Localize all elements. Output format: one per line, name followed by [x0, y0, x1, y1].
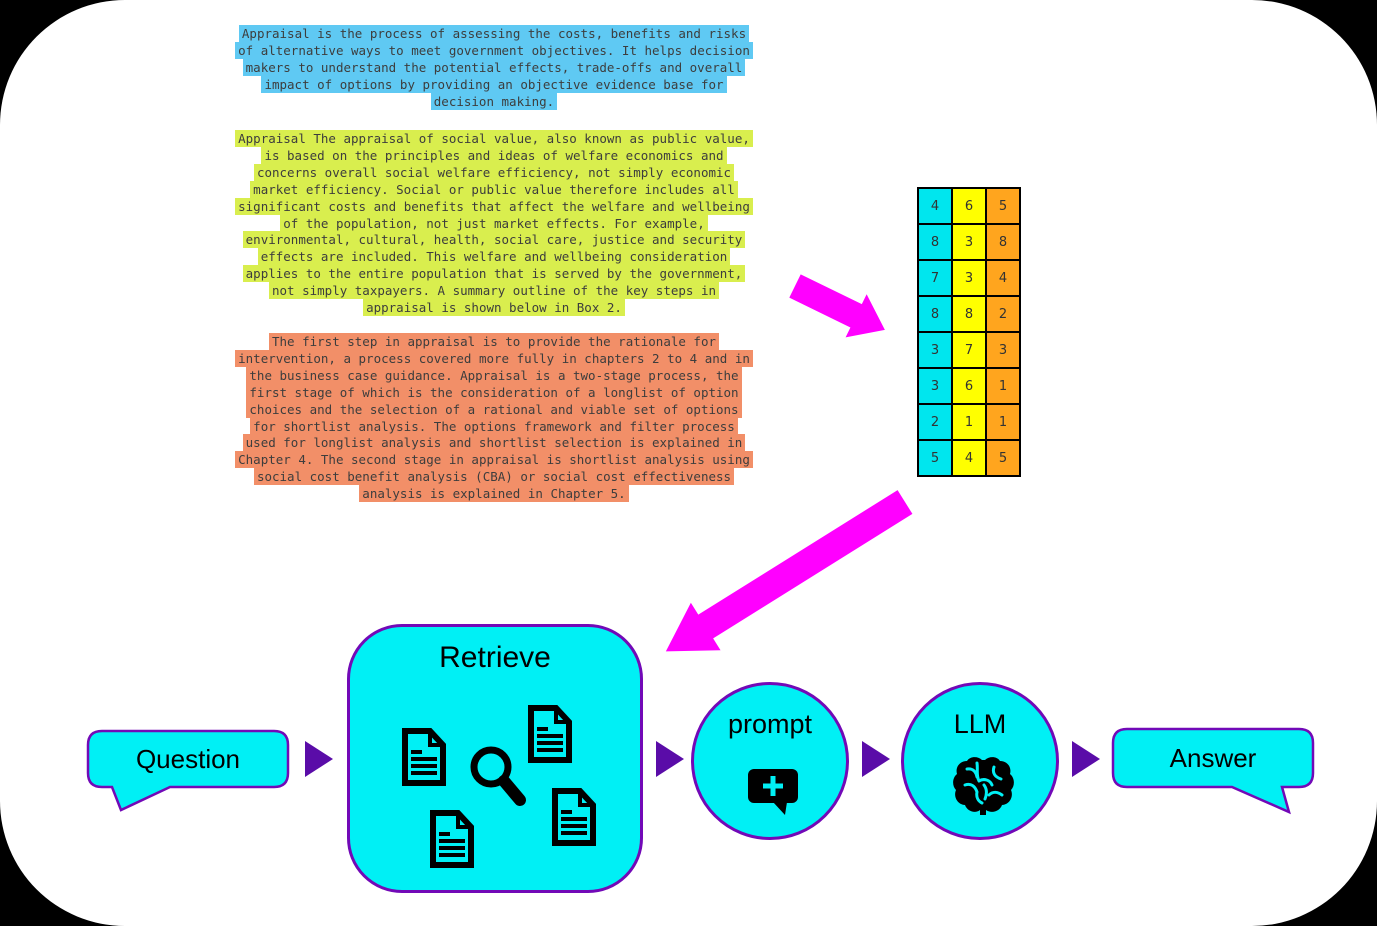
embedding-cell: 7	[951, 331, 987, 369]
highlighted-line: Appraisal is the process of assessing th…	[204, 25, 784, 43]
highlighted-line: concerns overall social welfare efficien…	[204, 163, 784, 182]
highlighted-line: The first step in appraisal is to provid…	[204, 333, 784, 351]
highlighted-line: first stage of which is the consideratio…	[204, 383, 784, 402]
embedding-cell: 3	[951, 259, 987, 297]
highlighted-line: the business case guidance. Appraisal is…	[204, 366, 784, 385]
highlighted-line: of the population, not just market effec…	[204, 214, 784, 233]
highlighted-line: Appraisal The appraisal of social value,…	[204, 130, 784, 148]
embedding-cell: 4	[951, 439, 987, 477]
highlighted-line: decision making.	[204, 92, 784, 111]
highlighted-line: impact of options by providing an object…	[204, 75, 784, 94]
document-icon	[528, 705, 572, 763]
embedding-cell: 5	[985, 439, 1021, 477]
document-icon	[402, 728, 446, 786]
embedding-cell: 6	[951, 367, 987, 405]
embedding-cell: 8	[917, 295, 953, 333]
highlighted-line: used for longlist analysis and shortlist…	[204, 434, 784, 452]
question-label: Question	[135, 744, 241, 774]
highlighted-line: effects are included. This welfare and w…	[204, 248, 784, 266]
highlighted-line: for shortlist analysis. The options fram…	[204, 417, 784, 436]
embedding-cell: 5	[985, 187, 1021, 225]
document-icon	[430, 810, 474, 868]
embedding-cell: 1	[951, 403, 987, 441]
embedding-cell: 6	[951, 187, 987, 225]
add-prompt-icon	[748, 769, 798, 815]
highlighted-line: analysis is explained in Chapter 5.	[204, 485, 784, 503]
highlighted-line: Chapter 4. The second stage in appraisal…	[204, 451, 784, 469]
embedding-cell: 4	[985, 259, 1021, 297]
embedding-cell: 2	[985, 295, 1021, 333]
embedding-cell: 2	[917, 403, 953, 441]
embedding-cell: 1	[985, 367, 1021, 405]
embedding-cell: 8	[951, 295, 987, 333]
brain-icon	[953, 757, 1014, 815]
answer-label: Answer	[1169, 743, 1257, 773]
embedding-cell: 3	[917, 331, 953, 369]
highlighted-line: social cost benefit analysis (CBA) or so…	[204, 468, 784, 486]
highlighted-paragraph-green: Appraisal The appraisal of social value,…	[204, 130, 784, 317]
highlighted-line: significant costs and benefits that affe…	[204, 197, 784, 216]
embedding-cell: 3	[917, 367, 953, 405]
embedding-cell: 8	[985, 223, 1021, 261]
highlighted-line: applies to the entire population that is…	[204, 265, 784, 283]
highlighted-line: not simply taxpayers. A summary outline …	[204, 282, 784, 300]
llm-label: LLM	[953, 709, 1007, 739]
document-icon	[552, 788, 596, 846]
highlighted-line: environmental, cultural, health, social …	[204, 231, 784, 249]
highlighted-line: of alternative ways to meet government o…	[204, 41, 784, 60]
llm-node: LLM	[901, 682, 1059, 840]
highlighted-line: makers to understand the potential effec…	[204, 58, 784, 77]
embedding-cell: 4	[917, 187, 953, 225]
highlighted-paragraph-orange: The first step in appraisal is to provid…	[204, 333, 784, 503]
highlighted-line: choices and the selection of a rational …	[204, 400, 784, 419]
embedding-cell: 7	[917, 259, 953, 297]
highlighted-line: is based on the principles and ideas of …	[204, 146, 784, 165]
retrieve-label: Retrieve	[439, 641, 551, 674]
retrieve-box: Retrieve	[347, 624, 643, 893]
embedding-cell: 3	[985, 331, 1021, 369]
prompt-node: prompt	[691, 682, 849, 840]
embedding-cell: 1	[985, 403, 1021, 441]
highlighted-line: appraisal is shown below in Box 2.	[204, 299, 784, 317]
embedding-cell: 8	[917, 223, 953, 261]
highlighted-paragraph-blue: Appraisal is the process of assessing th…	[204, 25, 784, 111]
highlighted-line: intervention, a process covered more ful…	[204, 349, 784, 368]
search-icon	[470, 746, 526, 806]
embedding-cell: 3	[951, 223, 987, 261]
prompt-label: prompt	[727, 709, 813, 739]
embedding-cell: 5	[917, 439, 953, 477]
highlighted-line: market efficiency. Social or public valu…	[204, 180, 784, 199]
